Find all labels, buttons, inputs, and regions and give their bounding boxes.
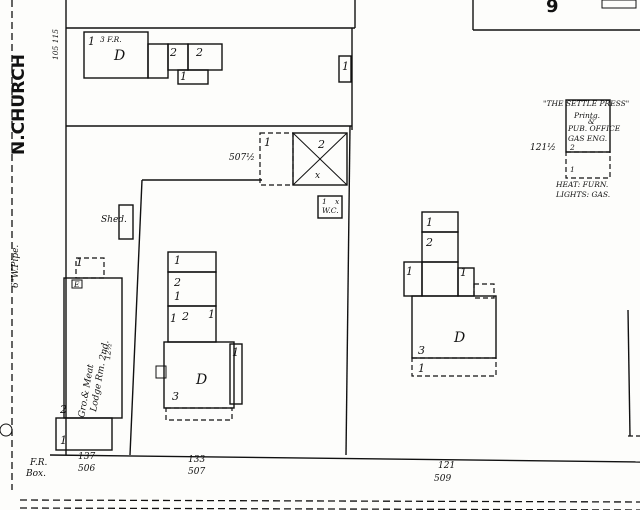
svg-text:GAS ENG.: GAS ENG. — [568, 134, 607, 143]
hydrant-symbol — [0, 423, 13, 437]
svg-text:W.C.: W.C. — [322, 206, 339, 215]
svg-text:2: 2 — [169, 46, 177, 59]
svg-text:1: 1 — [342, 60, 349, 73]
svg-text:F.R.: F.R. — [29, 458, 47, 468]
svg-text:1: 1 — [426, 216, 433, 229]
house-509: 1 2 1 1 3 1 D — [403, 211, 497, 377]
street-label: N.CHURCH — [9, 54, 29, 155]
small-outbuilding-top — [338, 55, 352, 83]
svg-text:3: 3 — [418, 344, 425, 357]
svg-text:x: x — [335, 197, 340, 206]
svg-text:509: 509 — [434, 474, 451, 484]
svg-text:1: 1 — [180, 70, 187, 83]
svg-text:137: 137 — [78, 452, 95, 462]
svg-text:"THE SETTLE PRESS": "THE SETTLE PRESS" — [543, 99, 629, 108]
svg-text:Shed.: Shed. — [101, 215, 127, 225]
svg-text:Printg.: Printg. — [573, 111, 600, 120]
svg-text:2: 2 — [173, 276, 181, 289]
street-lines — [11, 0, 640, 510]
house-507: 1 2 1 1 2 1 1 3 D — [155, 251, 243, 421]
svg-text:1: 1 — [264, 136, 271, 149]
svg-text:Box.: Box. — [25, 469, 46, 479]
svg-text:&: & — [588, 117, 595, 126]
svg-text:507: 507 — [188, 467, 205, 477]
svg-text:2: 2 — [181, 310, 189, 323]
svg-text:2: 2 — [195, 46, 203, 59]
svg-text:121½: 121½ — [530, 142, 556, 153]
svg-text:1: 1 — [174, 290, 181, 303]
corner-box — [601, 0, 637, 9]
svg-text:LIGHTS: GAS.: LIGHTS: GAS. — [555, 190, 610, 199]
svg-text:1: 1 — [460, 266, 467, 279]
svg-text:E: E — [73, 280, 80, 289]
garage-x: 1 2 x 507½ — [229, 132, 348, 186]
svg-text:1: 1 — [88, 35, 95, 48]
svg-text:D: D — [113, 48, 125, 64]
svg-text:2: 2 — [569, 143, 575, 152]
svg-text:121: 121 — [438, 461, 455, 471]
print-shop: "THE SETTLE PRESS" Printg. & PUB. OFFICE… — [530, 99, 629, 199]
svg-text:507½: 507½ — [229, 152, 255, 163]
pipe-label: 6"W.Pipe. — [11, 245, 21, 288]
svg-text:D: D — [453, 330, 465, 346]
svg-text:1: 1 — [208, 308, 215, 321]
shed — [118, 204, 134, 240]
svg-text:PUB. OFFICE: PUB. OFFICE — [567, 124, 621, 133]
svg-text:1: 1 — [232, 346, 239, 359]
block-number: 9 — [546, 0, 559, 17]
side-numbers: 105 115 — [51, 29, 60, 60]
svg-text:1: 1 — [174, 254, 181, 267]
svg-text:1: 1 — [170, 312, 177, 325]
svg-text:x: x — [315, 171, 320, 181]
svg-text:3: 3 — [172, 390, 179, 403]
svg-text:1: 1 — [322, 197, 327, 206]
svg-text:1: 1 — [418, 362, 425, 375]
svg-text:2: 2 — [317, 138, 325, 151]
svg-text:506: 506 — [78, 464, 95, 474]
svg-text:HEAT: FURN.: HEAT: FURN. — [555, 180, 608, 189]
wc-box — [317, 195, 343, 219]
svg-text:2: 2 — [425, 236, 433, 249]
svg-text:1: 1 — [76, 256, 83, 269]
addresses: 137 506 133 507 121 509 — [78, 452, 455, 484]
svg-text:1: 1 — [406, 265, 413, 278]
svg-text:133: 133 — [188, 455, 205, 465]
svg-text:2: 2 — [59, 403, 67, 416]
svg-text:1: 1 — [570, 165, 575, 174]
svg-text:D: D — [195, 372, 207, 388]
svg-text:12½: 12½ — [103, 343, 113, 361]
top-house: 1 3 F.R. D 2 2 1 — [83, 31, 223, 85]
svg-text:1: 1 — [60, 434, 67, 447]
svg-text:3 F.R.: 3 F.R. — [100, 35, 122, 44]
